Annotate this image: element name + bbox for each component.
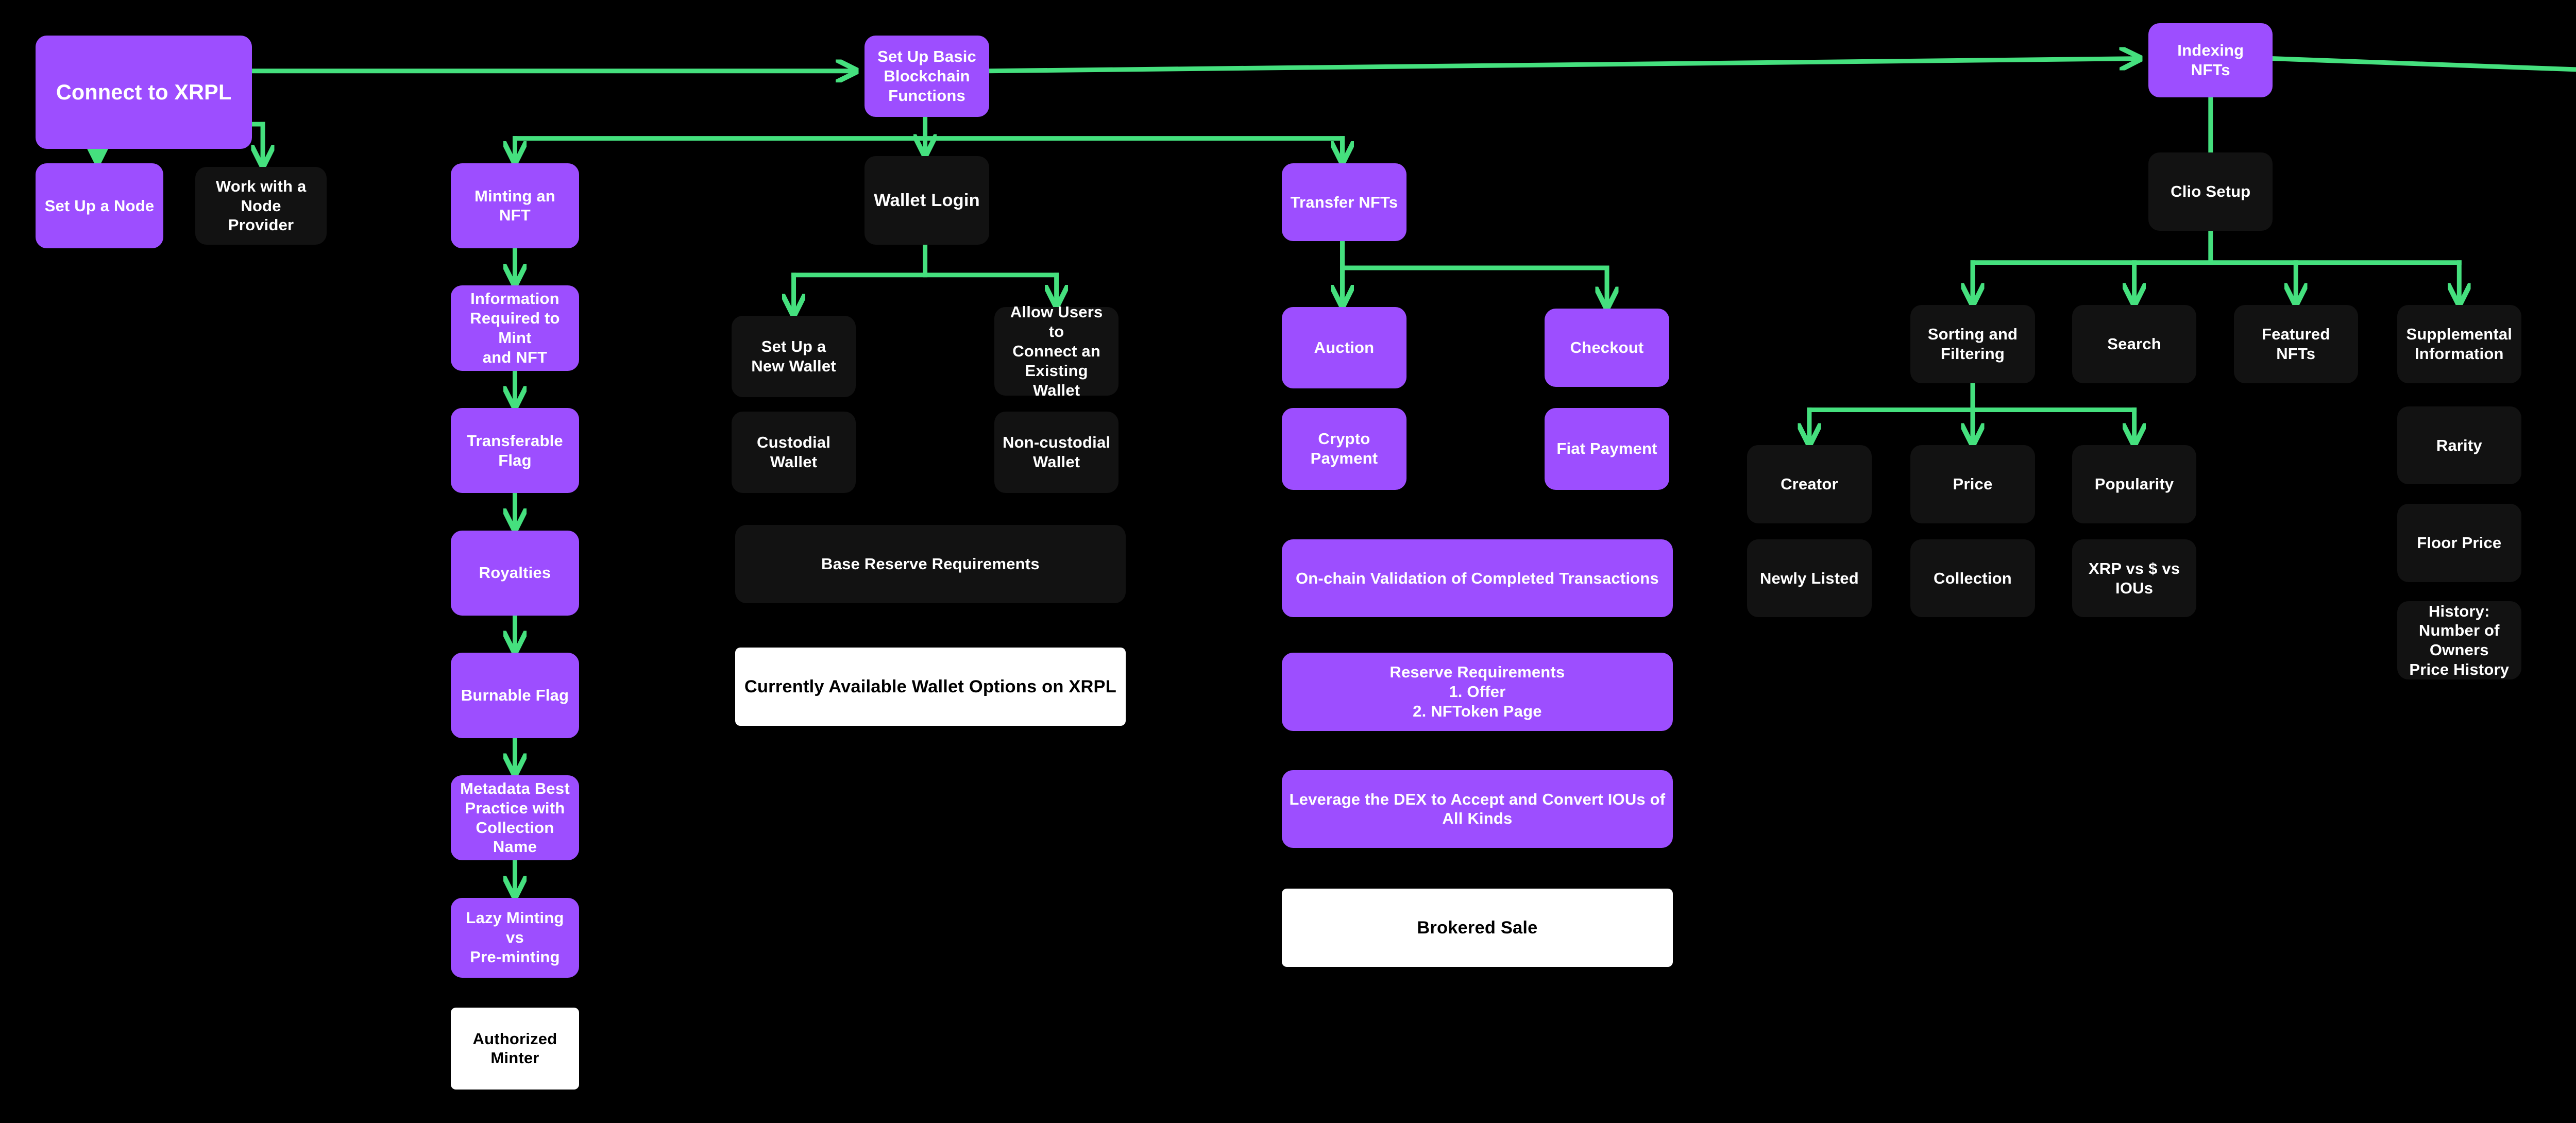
node-history-number-of-owners-price-history[interactable]: History: Number of Owners Price History bbox=[2397, 601, 2521, 680]
node-newly-listed[interactable]: Newly Listed bbox=[1747, 539, 1872, 618]
node-popularity[interactable]: Popularity bbox=[2072, 445, 2197, 523]
node-search[interactable]: Search bbox=[2072, 305, 2197, 383]
node-creator[interactable]: Creator bbox=[1747, 445, 1872, 523]
node-price[interactable]: Price bbox=[1910, 445, 2035, 523]
node-leverage-the-dex[interactable]: Leverage the DEX to Accept and Convert I… bbox=[1282, 770, 1673, 848]
node-label: Reserve Requirements 1. Offer 2. NFToken… bbox=[1389, 663, 1565, 721]
node-label: Allow Users to Connect an Existing Walle… bbox=[1010, 303, 1103, 399]
node-label: Checkout bbox=[1570, 338, 1644, 357]
node-royalties[interactable]: Royalties bbox=[451, 530, 579, 616]
node-label: Minting an NFT bbox=[474, 186, 555, 225]
node-label: Work with a Node Provider bbox=[215, 177, 307, 234]
node-minting-an-nft[interactable]: Minting an NFT bbox=[451, 163, 579, 249]
node-label: Fiat Payment bbox=[1556, 439, 1657, 458]
node-allow-users-to-connect-an-existing-wallet[interactable]: Allow Users to Connect an Existing Walle… bbox=[994, 303, 1119, 399]
node-label: Set Up a New Wallet bbox=[751, 337, 836, 376]
node-label: Indexing NFTs bbox=[2177, 41, 2244, 79]
node-label: Newly Listed bbox=[1759, 569, 1859, 587]
node-lazy-minting-vs-pre-minting[interactable]: Lazy Minting vs Pre-minting bbox=[451, 897, 579, 978]
node-label: Transfer NFTs bbox=[1290, 193, 1398, 211]
node-label: Custodial Wallet bbox=[757, 433, 831, 471]
node-label: Floor Price bbox=[2417, 533, 2502, 552]
node-label: Crypto Payment bbox=[1310, 430, 1378, 468]
node-label: Metadata Best Practice with Collection N… bbox=[460, 779, 570, 856]
node-set-up-a-new-wallet[interactable]: Set Up a New Wallet bbox=[731, 316, 856, 398]
node-label: Supplemental Information bbox=[2406, 325, 2513, 363]
node-label: Royalties bbox=[479, 564, 551, 582]
node-work-with-a-node-provider[interactable]: Work with a Node Provider bbox=[195, 166, 327, 245]
node-auction[interactable]: Auction bbox=[1282, 307, 1406, 389]
node-base-reserve-requirements[interactable]: Base Reserve Requirements bbox=[735, 525, 1126, 603]
node-label: Featured NFTs bbox=[2261, 325, 2330, 363]
node-label: Set Up a Node bbox=[44, 196, 155, 215]
node-collection[interactable]: Collection bbox=[1910, 539, 2035, 618]
node-crypto-payment[interactable]: Crypto Payment bbox=[1282, 408, 1406, 490]
node-clio-setup[interactable]: Clio Setup bbox=[2148, 152, 2273, 231]
node-metadata-best-practice-with-collection-name[interactable]: Metadata Best Practice with Collection N… bbox=[451, 775, 579, 861]
node-label: Burnable Flag bbox=[461, 686, 569, 705]
node-sorting-and-filtering[interactable]: Sorting and Filtering bbox=[1910, 305, 2035, 383]
node-floor-price[interactable]: Floor Price bbox=[2397, 504, 2521, 582]
node-wallet-login[interactable]: Wallet Login bbox=[865, 156, 989, 245]
node-checkout[interactable]: Checkout bbox=[1545, 309, 1669, 387]
node-transfer-nfts[interactable]: Transfer NFTs bbox=[1282, 163, 1406, 242]
node-fiat-payment[interactable]: Fiat Payment bbox=[1545, 408, 1669, 490]
node-indexing-nfts[interactable]: Indexing NFTs bbox=[2148, 23, 2273, 98]
node-label: Transferable Flag bbox=[467, 431, 563, 469]
node-label: Currently Available Wallet Options on XR… bbox=[744, 676, 1116, 696]
node-set-up-basic-blockchain-functions[interactable]: Set Up Basic Blockchain Functions bbox=[865, 35, 989, 117]
node-brokered-sale[interactable]: Brokered Sale bbox=[1282, 889, 1673, 967]
node-label: Authorized Minter bbox=[472, 1029, 557, 1067]
node-label: Creator bbox=[1781, 475, 1838, 494]
node-set-up-a-node[interactable]: Set Up a Node bbox=[35, 163, 164, 249]
node-xrp-vs-usd-vs-ious[interactable]: XRP vs $ vs IOUs bbox=[2072, 539, 2197, 618]
node-label: Set Up Basic Blockchain Functions bbox=[877, 47, 976, 105]
node-supplemental-information[interactable]: Supplemental Information bbox=[2397, 305, 2521, 383]
node-label: Collection bbox=[1934, 569, 2012, 587]
node-label: Search bbox=[2107, 335, 2161, 353]
node-label: XRP vs $ vs IOUs bbox=[2088, 559, 2180, 597]
node-reserve-requirements[interactable]: Reserve Requirements 1. Offer 2. NFToken… bbox=[1282, 653, 1673, 731]
node-label: Rarity bbox=[2436, 436, 2482, 454]
node-burnable-flag[interactable]: Burnable Flag bbox=[451, 653, 579, 738]
node-label: Popularity bbox=[2094, 475, 2174, 494]
node-label: On-chain Validation of Completed Transac… bbox=[1295, 569, 1659, 587]
node-non-custodial-wallet[interactable]: Non-custodial Wallet bbox=[994, 411, 1119, 494]
node-label: Lazy Minting vs Pre-minting bbox=[466, 909, 564, 966]
node-label: Information Required to Mint and NFT bbox=[470, 290, 560, 366]
node-label: Price bbox=[1953, 475, 1993, 494]
node-authorized-minter[interactable]: Authorized Minter bbox=[451, 1008, 579, 1090]
node-label: Brokered Sale bbox=[1417, 918, 1538, 938]
node-on-chain-validation-of-completed-transactions[interactable]: On-chain Validation of Completed Transac… bbox=[1282, 539, 1673, 618]
node-label: Leverage the DEX to Accept and Convert I… bbox=[1289, 790, 1666, 828]
node-connect-to-xrpl[interactable]: Connect to XRPL bbox=[35, 35, 252, 149]
node-label: History: Number of Owners Price History bbox=[2409, 602, 2510, 679]
node-label: Clio Setup bbox=[2171, 182, 2251, 201]
node-currently-available-wallet-options-on-xrpl[interactable]: Currently Available Wallet Options on XR… bbox=[735, 648, 1126, 726]
node-featured-nfts[interactable]: Featured NFTs bbox=[2233, 305, 2358, 383]
node-label: Sorting and Filtering bbox=[1927, 325, 2018, 363]
node-transferable-flag[interactable]: Transferable Flag bbox=[451, 408, 579, 494]
node-label: Base Reserve Requirements bbox=[821, 555, 1040, 573]
node-information-required-to-mint-and-nft[interactable]: Information Required to Mint and NFT bbox=[451, 285, 579, 371]
node-custodial-wallet[interactable]: Custodial Wallet bbox=[731, 411, 856, 494]
node-label: Wallet Login bbox=[874, 191, 980, 211]
node-label: Auction bbox=[1314, 338, 1375, 357]
node-rarity[interactable]: Rarity bbox=[2397, 406, 2521, 485]
node-label: Non-custodial Wallet bbox=[1002, 433, 1111, 471]
node-label: Connect to XRPL bbox=[56, 80, 232, 104]
